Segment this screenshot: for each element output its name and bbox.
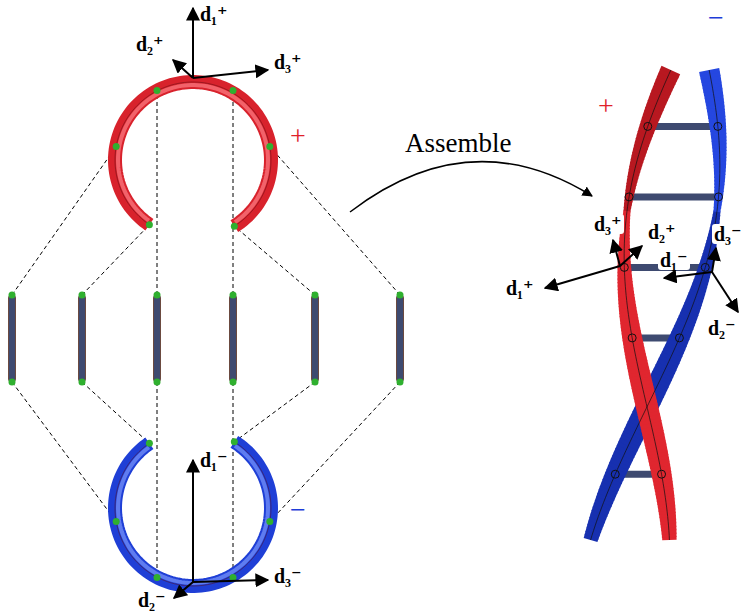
dashed-line [82,382,149,443]
joint-dot [9,292,16,299]
centerline [591,70,720,540]
joint-dot [231,223,238,230]
axis-label: d₃⁻ [274,566,302,586]
axis-arrow [173,60,193,78]
rod [154,295,161,382]
blue-strand [115,442,271,586]
axis-arrow [193,70,268,78]
joint-dot [266,518,273,525]
joint-dot [230,292,237,299]
joint-dot [312,379,319,386]
rod [629,193,718,200]
joint-dot [154,379,161,386]
dashed-line [233,382,234,577]
joint-dot [9,379,16,386]
joint-dot [230,379,237,386]
dashed-line [12,382,116,522]
dashed-line [270,382,400,522]
joint-dot [231,438,238,445]
joint-dot [625,193,633,201]
axis-label: d₂⁺ [136,34,164,54]
axis-arrow [545,266,620,288]
axis-label: d₁⁺ [200,4,228,24]
joint-dot [628,334,636,342]
dashed-line [82,225,149,295]
dashed-line [270,146,400,295]
parts [9,82,404,586]
joint-dot [312,292,319,299]
dashed-line [234,382,315,442]
dashed-line [233,91,234,295]
axis-label: d₂⁺ [646,222,678,242]
axis-arrow [192,8,194,78]
strand-sign: + [596,92,616,120]
axis-label: d₁⁻ [200,450,228,470]
joint-dot [714,122,722,130]
axis-label: d₃⁻ [712,224,744,244]
axis-arrow [712,272,738,312]
red-strand [115,82,271,226]
strand-sign: − [706,4,726,32]
dashed-line [157,91,158,295]
frame-axes [545,240,738,312]
axis-arrow [664,272,712,278]
ribbon-shade [118,85,268,222]
joint-dot [230,87,237,94]
axis-label: d₁⁻ [658,250,690,270]
joint-dot [715,193,723,201]
axis-arrow [193,580,268,582]
axis-arrow [192,460,194,582]
strand-sign: + [290,122,306,150]
joint-dot [611,470,619,478]
guide-lines [12,91,400,578]
centerline [115,442,271,586]
joint-dot [266,143,273,150]
axis-arrow [613,240,620,266]
assemble-arrow [350,162,592,212]
joint-dot [113,518,120,525]
joint-dot [146,440,153,447]
dashed-line [12,146,116,295]
dashed-line [234,226,315,295]
centerline [115,82,271,226]
joint-dot [658,470,666,478]
axis-label: d₁⁺ [504,278,536,298]
ribbon [115,82,271,226]
axis-label: d₂⁻ [706,318,738,338]
ribbon [115,442,271,586]
joint-dot [154,292,161,299]
axis-label: d₃⁺ [274,52,302,72]
joint-dot [397,379,404,386]
strand-sign: − [290,496,306,524]
joint-dot [146,221,153,228]
ribbon-shade [118,446,268,583]
dashed-line [157,382,158,577]
joint-dot [701,263,709,271]
rod [79,295,86,382]
axis-arrow [620,246,642,266]
centerline [624,70,671,540]
helix [591,70,723,540]
arrow-label: Assemble [405,130,511,157]
axis-label: d₃⁺ [592,214,624,234]
rod [648,123,718,130]
joint-dot [154,574,161,581]
axis-label: d₂⁻ [138,590,166,610]
joint-dot [397,292,404,299]
rod [230,295,237,382]
joint-dot [675,334,683,342]
joint-dot [644,122,652,130]
rod [397,295,404,382]
frame-axes [173,8,268,598]
axis-arrow [174,582,193,598]
rod [312,295,319,382]
joint-dot [79,379,86,386]
rod [9,295,16,382]
joint-dot [79,292,86,299]
joint-dot [154,87,161,94]
axis-arrow [712,248,716,272]
joint-dot [113,143,120,150]
